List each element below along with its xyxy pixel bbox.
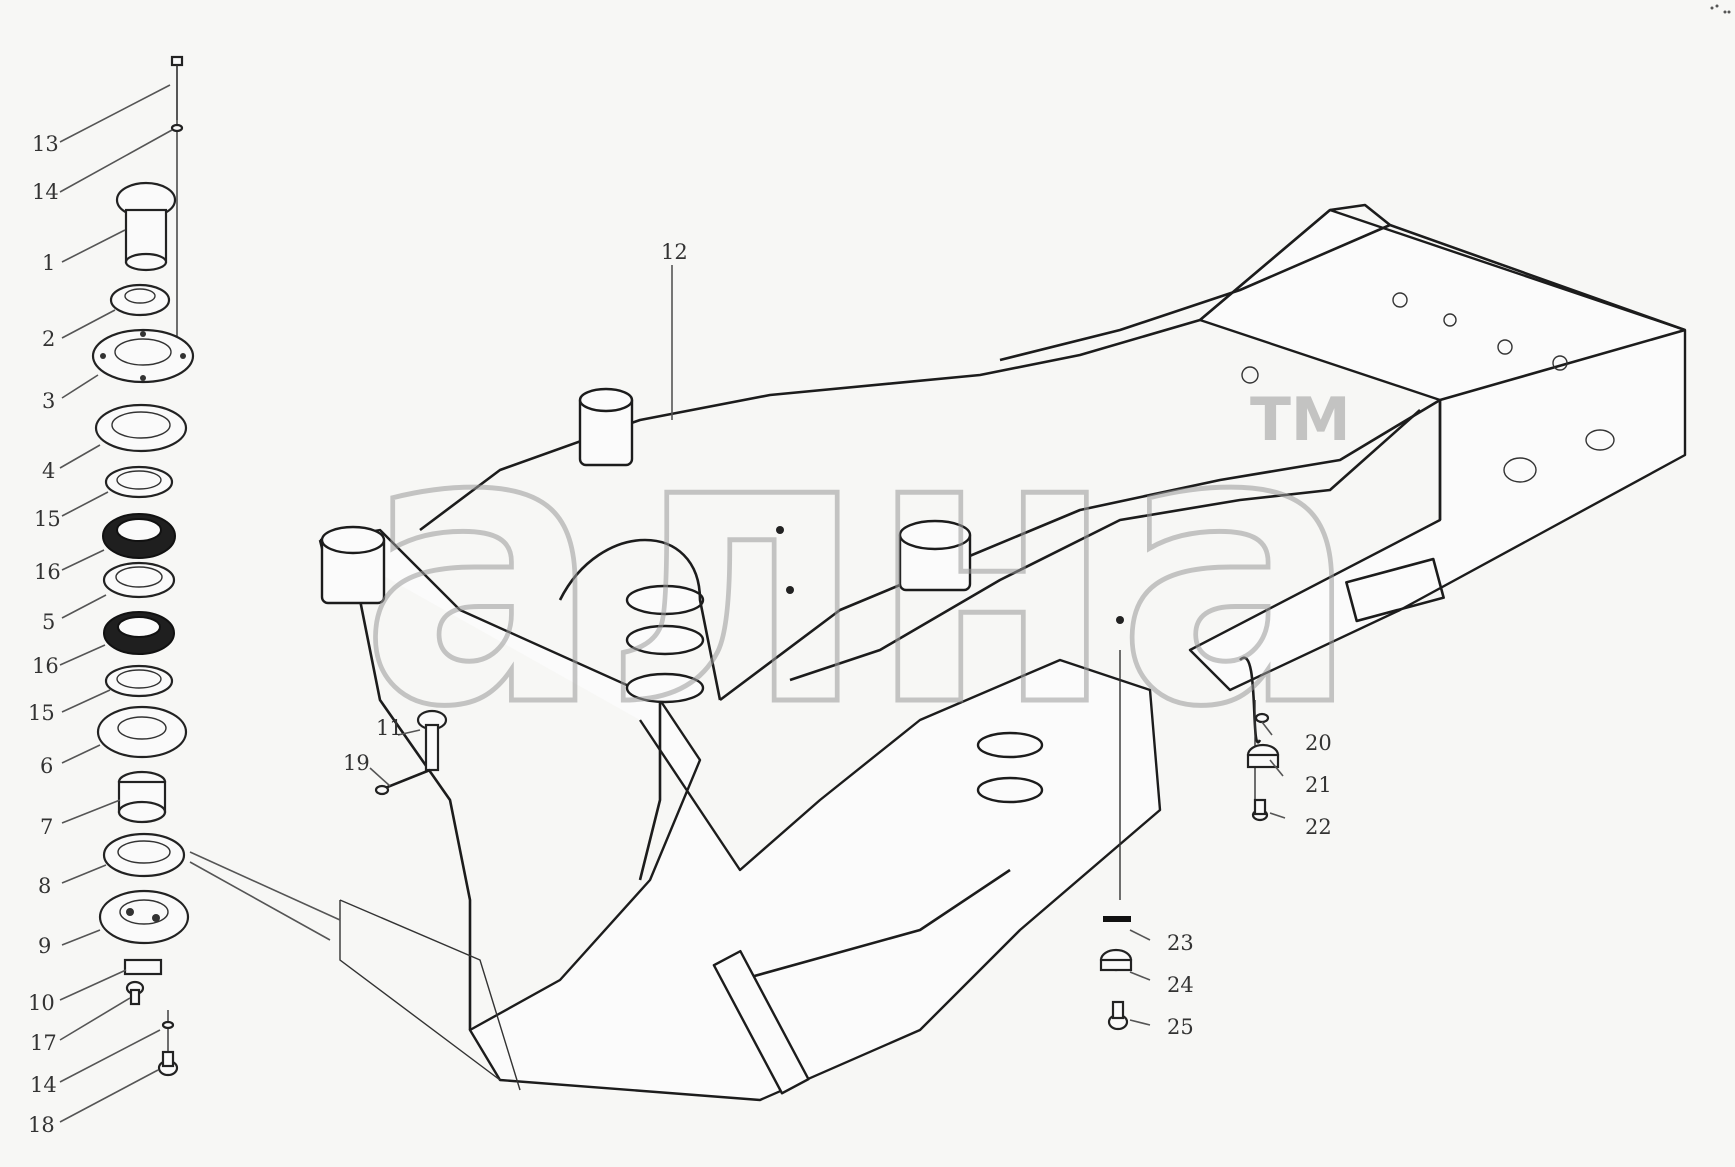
part-13-bolt <box>170 55 184 120</box>
part-1-pin <box>115 181 177 272</box>
callout-25: 25 <box>1167 1015 1194 1039</box>
part-10-plate <box>123 958 163 976</box>
callout-23: 23 <box>1167 931 1194 955</box>
callout-14: 14 <box>32 180 59 204</box>
callout-1: 1 <box>42 251 55 275</box>
callout-2: 2 <box>42 327 55 351</box>
corner-mark <box>1710 4 1731 14</box>
part-11-pin <box>416 709 448 772</box>
part-17-bolt <box>125 980 145 1006</box>
callout-5: 5 <box>42 610 55 634</box>
callout-16: 16 <box>34 560 61 584</box>
callout-16: 16 <box>32 654 59 678</box>
part-16-bearing-top <box>102 513 176 559</box>
callout-6: 6 <box>40 754 53 778</box>
part-14-washer-bottom <box>161 1020 175 1030</box>
main-frame <box>318 203 1687 1102</box>
part-15-ring-top <box>104 465 174 499</box>
callout-3: 3 <box>42 389 55 413</box>
callout-10: 10 <box>28 991 55 1015</box>
part-8-ring <box>102 832 186 878</box>
callout-15: 15 <box>28 701 55 725</box>
part-25-bolt <box>1107 1000 1129 1031</box>
callout-14: 14 <box>30 1073 57 1097</box>
part-22-bolt <box>1251 798 1269 822</box>
callout-13: 13 <box>32 132 59 156</box>
part-23-washer <box>1103 916 1131 922</box>
callout-17: 17 <box>30 1031 57 1055</box>
part-3-flange <box>91 328 195 384</box>
part-16-bearing-bottom <box>103 611 175 655</box>
callout-11: 11 <box>376 716 403 740</box>
part-2-nut <box>109 283 171 317</box>
part-7-sleeve <box>117 770 167 824</box>
part-5-ring <box>102 561 176 599</box>
watermark-trademark: TM <box>1250 385 1351 455</box>
part-18-bolt <box>157 1050 179 1077</box>
watermark-text: ална <box>360 347 1360 790</box>
callout-19: 19 <box>343 751 370 775</box>
callout-21: 21 <box>1305 773 1332 797</box>
right-hardware <box>374 709 1280 1031</box>
callout-15: 15 <box>34 507 61 531</box>
part-15-ring-bottom <box>104 664 174 698</box>
callout-9: 9 <box>38 934 51 958</box>
left-parts-stack <box>91 55 195 1077</box>
callout-24: 24 <box>1167 973 1194 997</box>
callout-7: 7 <box>40 815 53 839</box>
callout-12: 12 <box>661 240 688 264</box>
callout-18: 18 <box>28 1113 55 1137</box>
leader-lines <box>59 84 1286 1123</box>
part-4-ring <box>94 403 188 453</box>
callout-20: 20 <box>1305 731 1332 755</box>
callout-labels: 13 14 1 2 3 4 15 16 5 16 15 6 7 8 9 10 1… <box>28 132 1332 1137</box>
callout-22: 22 <box>1305 815 1332 839</box>
part-24-nut <box>1099 948 1133 972</box>
part-6-flange <box>96 705 188 759</box>
callout-4: 4 <box>42 459 55 483</box>
part-9-housing <box>98 889 190 945</box>
part-19-bolt <box>374 768 431 796</box>
watermark: ална TM <box>358 345 1363 793</box>
callout-8: 8 <box>38 874 51 898</box>
part-14-washer <box>170 123 184 133</box>
